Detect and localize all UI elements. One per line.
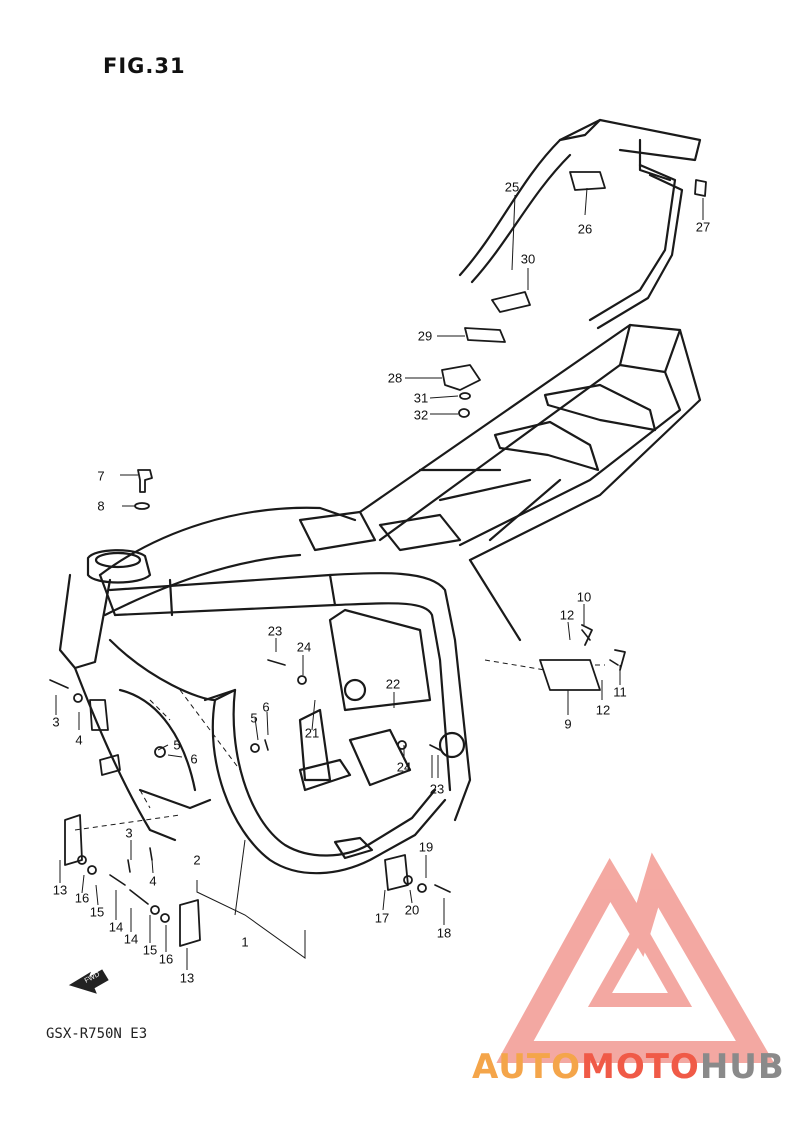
callout-5-b: 5: [173, 737, 181, 753]
callout-14-b: 14: [123, 931, 139, 947]
rear-grab-rail: [458, 118, 702, 330]
callout-9: 9: [564, 716, 572, 732]
main-frame-spars: [98, 506, 472, 822]
automotohub-watermark: AUTOMOTOHUB: [472, 1050, 785, 1084]
callout-19: 19: [418, 839, 434, 855]
callout-2: 2: [193, 852, 201, 868]
model-code: GSX-R750N E3: [46, 1026, 148, 1042]
callout-8: 8: [97, 498, 105, 514]
frame-cross-member: [298, 510, 462, 552]
callout-15-a: 15: [89, 904, 105, 920]
callout-27: 27: [695, 219, 711, 235]
callout-32: 32: [413, 407, 429, 423]
callout-3-a: 3: [52, 714, 60, 730]
callout-1: 1: [241, 934, 249, 950]
callout-4-a: 4: [75, 732, 83, 748]
small-part-shapes: [64, 171, 707, 947]
callout-31: 31: [413, 390, 429, 406]
fwd-direction-arrow: FWD: [68, 969, 109, 994]
callout-23-b: 23: [429, 781, 445, 797]
callout-22: 22: [385, 676, 401, 692]
callout-16-a: 16: [74, 890, 90, 906]
callout-5-a: 5: [250, 710, 258, 726]
callout-30: 30: [520, 251, 536, 267]
callout-15-b: 15: [142, 942, 158, 958]
callout-13-b: 13: [179, 970, 195, 986]
callout-26: 26: [577, 221, 593, 237]
callout-14-a: 14: [108, 919, 124, 935]
callout-23-a: 23: [267, 623, 283, 639]
callout-25: 25: [504, 179, 520, 195]
callout-12-b: 12: [595, 702, 611, 718]
lower-cradle-loop: [203, 688, 447, 875]
front-downtubes: [73, 638, 237, 842]
callout-12-a: 12: [559, 607, 575, 623]
callout-16-b: 16: [158, 951, 174, 967]
steering-head-stock: [58, 549, 152, 670]
callout-29: 29: [417, 328, 433, 344]
callout-6-b: 6: [190, 751, 198, 767]
callout-7: 7: [97, 468, 105, 484]
automotohub-logo-icon: [496, 852, 775, 1063]
callout-4-b: 4: [149, 873, 157, 889]
callout-13-a: 13: [52, 882, 68, 898]
engine-mount-brackets: [298, 608, 466, 792]
callout-28: 28: [387, 370, 403, 386]
watermark-auto: AUTO: [472, 1047, 581, 1087]
seat-rail-assembly: [358, 323, 702, 642]
watermark-hub: HUB: [699, 1047, 785, 1087]
callout-11: 11: [613, 684, 627, 700]
callout-6-a: 6: [262, 699, 270, 715]
fastener-bolts: [49, 629, 619, 905]
callout-18: 18: [436, 925, 452, 941]
callout-10: 10: [576, 589, 592, 605]
callout-17: 17: [374, 910, 390, 926]
watermark-moto: MOTO: [580, 1047, 700, 1087]
callout-24-b: 24: [396, 759, 412, 775]
callout-20: 20: [404, 902, 420, 918]
callout-24-a: 24: [296, 639, 312, 655]
callout-21: 21: [304, 725, 320, 741]
callout-3-b: 3: [125, 825, 133, 841]
figure-title: FIG.31: [103, 54, 186, 78]
